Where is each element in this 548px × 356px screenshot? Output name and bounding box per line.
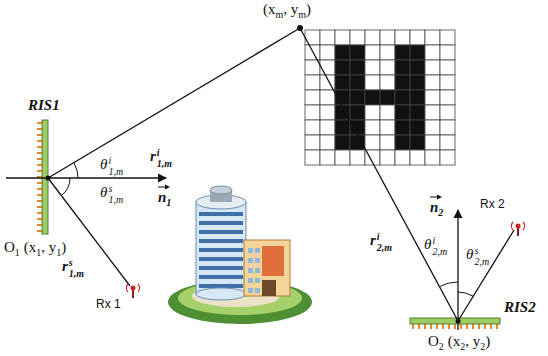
label-text: 2 <box>438 207 443 218</box>
label-text: 2 <box>480 341 485 352</box>
point <box>456 319 461 324</box>
label-text: Rx 1 <box>96 297 121 311</box>
label-text: 2 <box>460 341 465 352</box>
point <box>46 176 51 181</box>
label-text: s <box>108 184 123 195</box>
label-text: 2,m <box>377 243 392 254</box>
label-text: m <box>298 9 306 20</box>
index-stack: s2,m <box>474 246 489 267</box>
math-label: O1(x1, y1) <box>4 240 66 258</box>
label-text: θ <box>100 184 107 200</box>
building <box>168 186 312 324</box>
label-text: RIS2 <box>504 299 536 315</box>
label-text: i <box>432 236 447 247</box>
math-label: RIS2 <box>504 300 536 315</box>
math-label: Rx 2 <box>480 198 505 210</box>
label-text: (x <box>24 239 37 255</box>
label-text: 1,m <box>69 269 84 280</box>
incident-ray <box>48 28 300 178</box>
antenna <box>511 222 524 236</box>
label-text: , y <box>465 333 480 349</box>
angle-arc <box>61 178 70 196</box>
math-label: rs1,m <box>62 258 84 279</box>
label-text: r <box>370 232 376 248</box>
angle-arc <box>439 282 458 287</box>
index-stack: s1,m <box>108 184 123 205</box>
label-text: n <box>430 199 438 215</box>
label-text: θ <box>100 156 107 172</box>
math-label: θi2,m <box>424 236 447 257</box>
point <box>297 25 303 31</box>
ris2-surface <box>410 318 500 329</box>
label-text: 2,m <box>432 247 447 258</box>
index-stack: i2,m <box>377 232 392 253</box>
label-text: RIS1 <box>28 97 60 113</box>
label-text: i <box>377 232 392 243</box>
index-stack: s1,m <box>69 258 84 279</box>
math-label: ri1,m <box>150 148 172 169</box>
label-text: 1,m <box>108 167 123 178</box>
index-stack: i2,m <box>432 236 447 257</box>
math-label: n2 <box>430 194 443 218</box>
label-text: s <box>69 258 84 269</box>
normal-line <box>6 177 166 178</box>
label-text: Rx 2 <box>480 197 505 211</box>
math-label: n1 <box>158 184 171 208</box>
antenna <box>126 284 139 298</box>
angle-arc <box>458 292 474 296</box>
math-label: θs2,m <box>466 246 489 267</box>
math-label: θs1,m <box>100 184 123 205</box>
label-text: θ <box>424 236 431 252</box>
label-text: i <box>157 148 172 159</box>
math-label: ri2,m <box>370 232 392 253</box>
label-text: ) <box>485 333 490 349</box>
label-text: ) <box>306 1 311 17</box>
vector-symbol: n <box>158 184 166 205</box>
label-text: O <box>4 239 15 255</box>
index-stack: i1,m <box>157 148 172 169</box>
label-text: n <box>158 189 166 205</box>
label-text: , y <box>283 1 298 17</box>
pixel-grid <box>305 30 455 165</box>
scattered-ray <box>48 178 130 286</box>
label-text: ) <box>61 239 66 255</box>
label-text: 1 <box>15 247 20 258</box>
label-text: 1,m <box>108 195 123 206</box>
label-text: 1,m <box>157 159 172 170</box>
math-label: Rx 1 <box>96 298 121 310</box>
math-label: O2(x2, y2) <box>428 334 490 352</box>
math-label: RIS1 <box>28 98 60 113</box>
label-text: O <box>428 333 439 349</box>
label-text: 1 <box>166 197 171 208</box>
label-text: r <box>150 148 156 164</box>
label-text: , y <box>41 239 56 255</box>
label-text: 2,m <box>474 257 489 268</box>
normal-line <box>457 210 458 330</box>
label-text: (x <box>263 1 276 17</box>
label-text: 1 <box>36 247 41 258</box>
math-label: (xm, ym) <box>263 2 311 20</box>
vector-symbol: n <box>430 194 438 215</box>
label-text: r <box>62 258 68 274</box>
label-text: 1 <box>56 247 61 258</box>
math-label: θi1,m <box>100 156 123 177</box>
label-text: i <box>108 156 123 167</box>
angle-arc <box>74 163 78 178</box>
incident-ray <box>300 28 458 321</box>
label-text: s <box>474 246 489 257</box>
index-stack: i1,m <box>108 156 123 177</box>
label-text: θ <box>466 246 473 262</box>
label-text: m <box>276 9 284 20</box>
label-text: 2 <box>439 341 444 352</box>
label-text: (x <box>448 333 461 349</box>
